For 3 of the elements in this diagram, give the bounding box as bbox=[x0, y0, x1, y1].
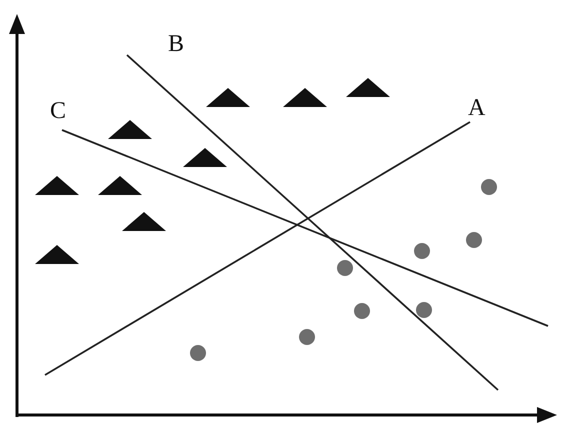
line-label: B bbox=[168, 32, 184, 56]
line-label: A bbox=[468, 96, 486, 120]
line-label: C bbox=[50, 99, 66, 123]
